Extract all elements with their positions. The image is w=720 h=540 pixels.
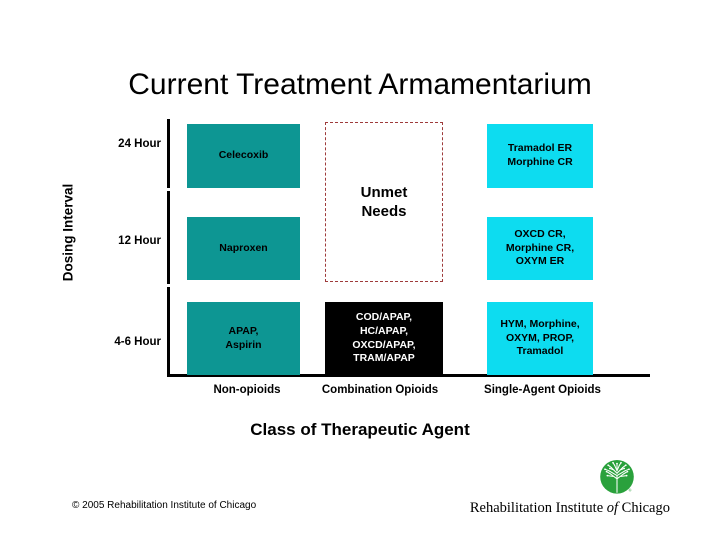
x-axis-line [167, 374, 650, 377]
x-tick-non-opioids: Non-opioids [213, 384, 281, 396]
ric-logo: ® Rehabilitation Institute of Chicago [430, 458, 670, 520]
y-tick-12-hour: 12 Hour [118, 235, 161, 247]
logo-word-part-3: Chicago [618, 500, 670, 516]
x-axis-title: Class of Therapeutic Agent [250, 420, 470, 439]
tree-logo-icon: ® [600, 460, 634, 494]
cell-apap-aspirin: APAP,Aspirin [187, 302, 300, 375]
ric-logo-wordmark: Rehabilitation Institute of Chicago [430, 500, 670, 517]
cell-celecoxib: Celecoxib [187, 124, 300, 188]
logo-word-part-2: of [606, 500, 619, 516]
x-tick-single-agent-opioids: Single-Agent Opioids [484, 384, 601, 396]
svg-text:®: ® [628, 489, 632, 493]
logo-word-part-1: Rehabilitation Institute [469, 500, 607, 516]
y-axis-notch [167, 188, 170, 191]
cell-combination-opioids: COD/APAP,HC/APAP,OXCD/APAP,TRAM/APAP [325, 302, 443, 375]
page-title: Current Treatment Armamentarium [128, 68, 592, 101]
y-tick-24-hour: 24 Hour [118, 138, 161, 150]
y-tick-4-6-hour: 4-6 Hour [114, 336, 161, 348]
cell-naproxen: Naproxen [187, 217, 300, 280]
cell-hym-morphine-oxym-prop-tramadol: HYM, Morphine,OXYM, PROP,Tramadol [487, 302, 593, 375]
y-axis-notch [167, 284, 170, 287]
y-axis-line [167, 119, 170, 377]
y-axis-title: Dosing Interval [60, 183, 76, 282]
cell-oxcd-cr-morphine-cr-oxym-er: OXCD CR,Morphine CR,OXYM ER [487, 217, 593, 280]
x-tick-combination-opioids: Combination Opioids [321, 384, 439, 396]
copyright-notice: © 2005 Rehabilitation Institute of Chica… [72, 500, 257, 511]
